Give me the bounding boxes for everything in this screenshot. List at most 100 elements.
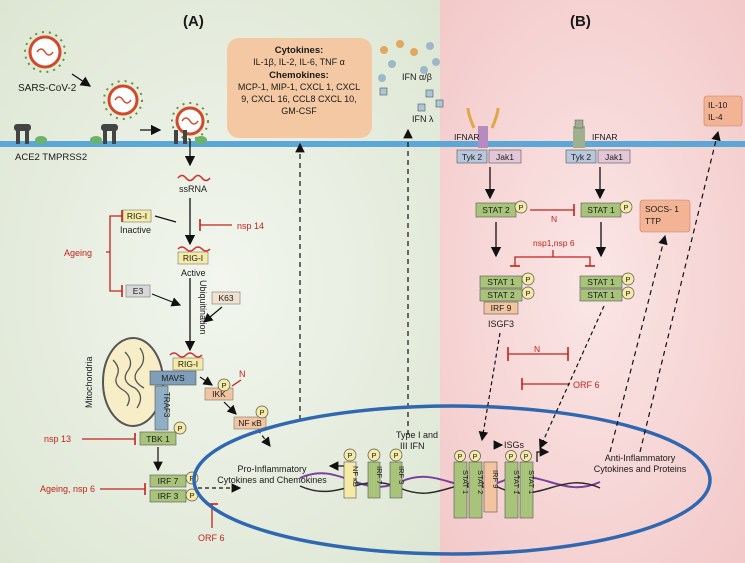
chemokines-line-2: 9, CXCL 16, CCL8 CXCL 10, — [241, 94, 356, 104]
secretion-arrow — [609, 234, 668, 453]
phosphate-label: P — [221, 381, 226, 390]
nsp13-label: nsp 13 — [44, 434, 71, 444]
phosphate-icon — [343, 448, 357, 462]
phosphate-label: P — [509, 454, 514, 461]
phosphate-label: P — [371, 451, 376, 460]
panel-a-label: (A) — [183, 13, 204, 30]
phosphate-icon — [521, 286, 535, 300]
phosphate-icon — [255, 405, 269, 419]
phosphate-icon — [521, 272, 535, 286]
tbk1-label: TBK 1 — [146, 434, 170, 444]
cytokines-list: IL-1β, IL-2, IL-6, TNF α — [253, 57, 345, 67]
ageing-label: Ageing — [64, 248, 92, 258]
ifn-lambda-label: IFN λ — [412, 114, 434, 124]
cell-membrane — [0, 141, 745, 147]
ssrna-icon — [169, 352, 203, 358]
il10-box — [703, 95, 743, 127]
phosphate-icon — [520, 450, 532, 462]
irf3-label: IRF 3 — [158, 491, 179, 501]
type-ifn-line-2: III IFN — [400, 441, 425, 451]
tbk1-box — [139, 431, 177, 446]
tyk2-box — [456, 149, 488, 164]
pro-inflammatory-line-2: Cytokines and Chemokines — [217, 475, 327, 485]
n-label-b2: N — [534, 344, 540, 354]
cytokine-box — [227, 38, 372, 138]
entry-arrow — [71, 73, 92, 87]
active-label: Active — [181, 268, 206, 278]
chemokines-line-1: MCP-1, MIP-1, CXCL 1, CXCL — [238, 82, 360, 92]
phosphate-label: P — [189, 491, 194, 500]
phosphate-label: P — [458, 454, 463, 461]
jak1-box — [488, 149, 522, 164]
phosphate-icon — [367, 448, 381, 462]
stat1-nuclear-label: STAT 1 — [527, 470, 536, 494]
rig-i-bound-label: RIG-I — [178, 359, 198, 369]
stat1-label: STAT 1 — [587, 290, 615, 300]
translocation-arrow — [539, 305, 605, 450]
transcription-arrow — [536, 447, 550, 462]
ssrna-icon — [177, 174, 211, 182]
virus-name: SARS-CoV-2 — [18, 83, 77, 94]
ubiquitination-label: Ubiquitination — [198, 280, 208, 335]
rig-i-inactive-label: RIG-I — [127, 211, 147, 221]
tyk2-label: Tyk 2 — [462, 152, 483, 162]
ageing-inhibition-line — [106, 215, 122, 292]
irf3-nuclear-box — [389, 461, 403, 499]
nfkb-nuclear-box — [343, 461, 357, 499]
arrow — [223, 401, 237, 415]
inactive-label: Inactive — [120, 225, 151, 235]
phosphate-label: P — [625, 275, 630, 284]
stat1-nuclear-label: STAT 1 — [512, 470, 521, 494]
arrow — [154, 215, 177, 223]
nfkb-box — [233, 416, 267, 430]
phosphate-label: P — [393, 451, 398, 460]
pro-inflammatory-line-1: Pro-Inflammatory — [237, 464, 307, 474]
irf9-label: IRF 9 — [491, 303, 512, 313]
socs1-box — [639, 199, 691, 233]
rig-i-inactive-box — [122, 209, 152, 223]
virus-icon — [24, 31, 66, 73]
jak1-label: Jak1 — [496, 152, 514, 162]
nucleus-outline — [192, 404, 712, 556]
il10-label: IL-10 — [708, 100, 728, 110]
ifn-ab-label: IFN α/β — [402, 72, 432, 82]
mitochondria-label: Mitochondria — [84, 356, 94, 408]
stat1-nuclear-label: STAT 1 — [461, 470, 470, 494]
ttp-label: TTP — [645, 216, 661, 226]
phosphate-label: P — [259, 408, 264, 417]
traf3-label: TRAF3 — [162, 392, 171, 418]
rig-i-bound-box — [172, 357, 204, 371]
il4-label: IL-4 — [708, 112, 723, 122]
arrow — [151, 293, 182, 307]
anti-inflammatory-line-2: Cytokines and Proteins — [594, 464, 687, 474]
n-label-b: N — [551, 214, 557, 224]
ifnar-receptor-icon — [466, 107, 585, 148]
mavs-box — [149, 370, 197, 386]
phosphate-label: P — [524, 454, 529, 461]
irf7-label: IRF 7 — [158, 476, 179, 486]
phosphate-label: P — [347, 451, 352, 460]
stat1-label: STAT 1 — [587, 205, 615, 215]
irf7-box — [149, 474, 187, 488]
phosphate-label: P — [525, 275, 530, 284]
phosphate-icon — [621, 272, 635, 286]
activation-line — [231, 379, 242, 387]
mitochondria-icon — [102, 337, 164, 427]
socs1-label: SOCS- 1 — [645, 204, 679, 214]
orf6-label-a: ORF 6 — [198, 533, 225, 543]
stat1-box — [479, 275, 523, 289]
stat1-label: STAT 1 — [487, 277, 515, 287]
receptor-label: ACE2 TMPRSS2 — [15, 152, 87, 163]
k63-box — [211, 291, 241, 305]
irf9-nuclear-label: IRF 9 — [491, 470, 500, 488]
stat1-box — [579, 275, 623, 289]
isgf3-label: ISGF3 — [488, 319, 514, 329]
stat2-label: STAT 2 — [487, 290, 515, 300]
phosphate-label: P — [518, 203, 523, 212]
jak1-box — [597, 149, 631, 164]
irf9-box — [483, 301, 519, 315]
phosphate-icon — [389, 448, 403, 462]
stat1-nuclear-box — [519, 461, 534, 519]
